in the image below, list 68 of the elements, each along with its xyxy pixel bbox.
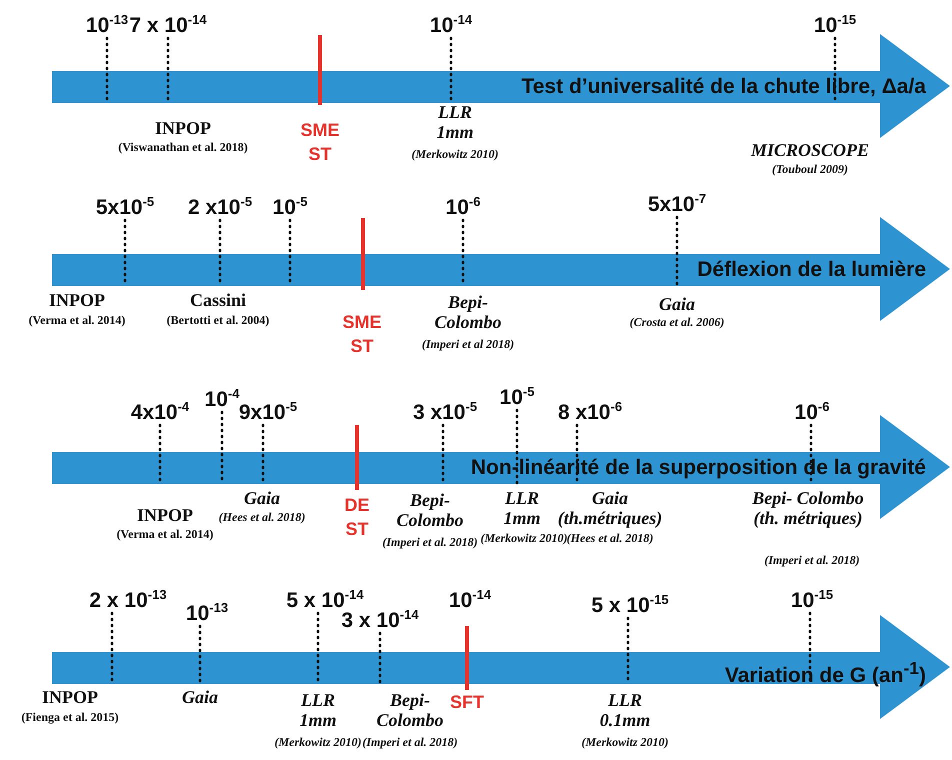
experiment-name: LLR 1mm — [502, 488, 542, 528]
reference-citation: (Crosta et al. 2006) — [630, 315, 724, 330]
precision-value: 10$^{-5}$ — [500, 380, 534, 410]
precision-value: 10$^{-14}$ — [430, 8, 472, 38]
precision-value: 5x10$^{-7}$ — [648, 187, 706, 217]
experiment-name: MICROSCOPE — [750, 140, 870, 160]
reference-citation: (Merkowitz 2010) — [582, 735, 668, 750]
precision-value: 5 x 10$^{-15}$ — [591, 588, 669, 618]
precision-value: 4x10$^{-4}$ — [130, 395, 190, 425]
dotted-leader-line — [676, 216, 678, 288]
precision-value: 2 x 10$^{-13}$ — [89, 583, 167, 613]
precision-value: 10$^{-15}$ — [814, 8, 856, 38]
experiment-name: INPOP — [49, 290, 105, 311]
experiment-name: INPOP — [155, 118, 211, 139]
theory-label: DE ST — [343, 494, 370, 541]
precision-value: 10$^{-13}$ — [86, 8, 128, 38]
experiment-name: Gaia — [244, 488, 280, 508]
reference-citation: (Merkowitz 2010) — [480, 531, 568, 546]
theory-label: SME ST — [341, 311, 382, 358]
precision-value: 5x10$^{-5}$ — [96, 190, 154, 220]
reference-citation: (Merkowitz 2010) — [274, 735, 362, 750]
axis-title: Test d’universalité de la chute libre, Δa/a — [521, 74, 926, 100]
axis-title: Déflexion de la lumière — [697, 257, 926, 283]
precision-value: 5 x 10$^{-14}$ — [286, 583, 364, 613]
experiment-name: Cassini — [190, 290, 246, 311]
experiment-name: Gaia — [659, 294, 695, 314]
precision-value: 7 x 10$^{-14}$ — [129, 8, 207, 38]
precision-value: 3 x10$^{-5}$ — [412, 395, 478, 425]
experiment-name: INPOP — [137, 505, 193, 526]
experiment-name: Bepi- Colombo — [433, 292, 502, 332]
precision-value: 9x10$^{-5}$ — [238, 395, 298, 425]
timeline-arrow — [52, 34, 950, 138]
reference-citation: (Merkowitz 2010) — [412, 147, 498, 162]
reference-citation: (Touboul 2009) — [772, 162, 848, 177]
precision-value: 10$^{-6}$ — [446, 190, 480, 220]
reference-citation: (Imperi et al. 2018) — [362, 735, 458, 750]
reference-citation: (Fienga et al. 2015) — [21, 710, 119, 725]
dotted-leader-line — [516, 408, 518, 486]
reference-citation: (Verma et al. 2014) — [28, 313, 126, 328]
experiment-name: LLR 1mm — [435, 102, 474, 142]
axis-title: Variation de G (an$^{-1}$) — [724, 657, 926, 689]
theory-label: SFT — [450, 691, 484, 714]
precision-value: 2 x10$^{-5}$ — [188, 190, 252, 220]
experiment-name: LLR 1mm — [298, 690, 338, 730]
precision-value: 10$^{-15}$ — [790, 583, 834, 613]
experiment-name: Bepi- Colombo (th. métriques) — [751, 488, 865, 528]
reference-citation: (Bertotti et al. 2004) — [166, 313, 270, 328]
experiment-name: Gaia (th.métriques) — [556, 488, 664, 528]
experiment-name: Bepi- Colombo — [375, 690, 444, 730]
reference-citation: (Hees et al. 2018) — [566, 531, 654, 546]
experiment-name: INPOP — [42, 687, 98, 708]
precision-value: 8 x10$^{-6}$ — [558, 395, 622, 425]
precision-value: 10$^{-6}$ — [794, 395, 830, 425]
reference-citation: (Imperi et al. 2018) — [764, 553, 860, 568]
experiment-name: Gaia — [182, 687, 218, 707]
reference-citation: (Imperi et al. 2018) — [382, 535, 478, 550]
reference-citation: (Verma et al. 2014) — [116, 527, 214, 542]
theory-label: SME ST — [299, 119, 340, 166]
precision-value: 10$^{-13}$ — [186, 596, 228, 626]
precision-value: 10$^{-5}$ — [272, 190, 308, 220]
reference-citation: (Hees et al. 2018) — [218, 510, 306, 525]
reference-citation: (Viswanathan et al. 2018) — [118, 140, 248, 155]
experiment-name: Bepi- Colombo — [395, 490, 464, 530]
precision-value: 10$^{-4}$ — [204, 382, 240, 412]
dotted-leader-line — [378, 632, 382, 686]
precision-value: 10$^{-14}$ — [448, 583, 492, 613]
experiment-name: LLR 0.1mm — [598, 690, 652, 730]
reference-citation: (Imperi et al 2018) — [422, 337, 514, 352]
